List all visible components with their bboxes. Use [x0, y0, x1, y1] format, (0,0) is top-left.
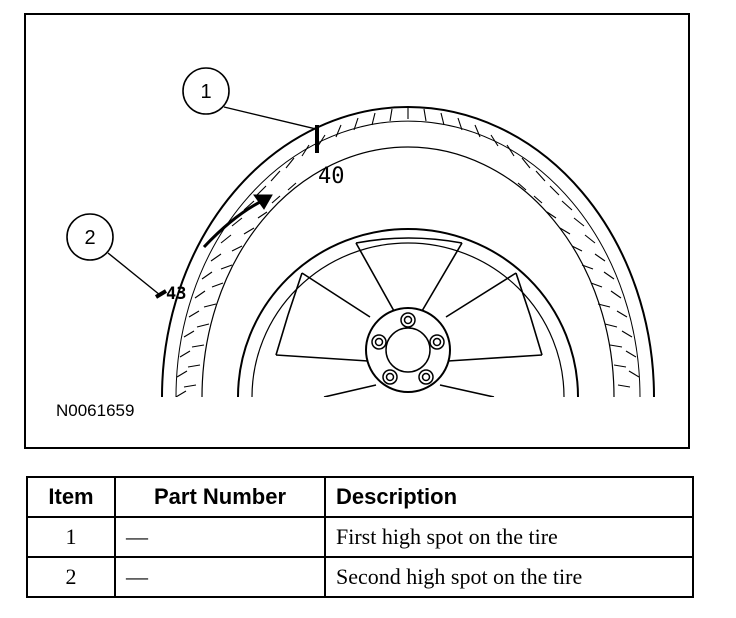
- wheel-hub: [365, 307, 451, 393]
- tire-tread-pattern: [175, 107, 640, 397]
- lug-nuts: [371, 312, 445, 385]
- callout-1-circle: [182, 67, 230, 115]
- rotation-arrowhead: [253, 194, 273, 210]
- callout-1-leader: [223, 106, 317, 130]
- table-row: 1 — First high spot on the tire: [26, 516, 694, 558]
- header-part-number: Part Number: [114, 476, 326, 518]
- high-spot-mark-2: [154, 289, 168, 299]
- row-item: 2: [26, 556, 116, 598]
- tire-mark-2-label: 43: [166, 284, 186, 304]
- callout-2-number: 2: [84, 227, 95, 249]
- wheel-center-bore: [385, 327, 431, 373]
- table-row: 2 — Second high spot on the tire: [26, 556, 694, 598]
- tire-sidewall-edge: [201, 146, 615, 397]
- header-description: Description: [324, 476, 694, 518]
- legend-table: Item Part Number Description 1 — First h…: [26, 476, 694, 598]
- callout-2-circle: [66, 213, 114, 261]
- wheel-spokes: [275, 237, 543, 397]
- row-part-number: —: [114, 516, 326, 558]
- callout-1-number: 1: [200, 81, 211, 103]
- figure-id: N0061659: [56, 401, 135, 420]
- wheel-rim-inner: [251, 242, 565, 397]
- header-item: Item: [26, 476, 116, 518]
- tire-mark-1-label: 40: [318, 164, 345, 189]
- callout-2-leader: [107, 252, 161, 296]
- row-part-number: —: [114, 556, 326, 598]
- row-item: 1: [26, 516, 116, 558]
- tire-outer-edge: [161, 106, 655, 397]
- tire-runout-figure: 1 2 40 43 N0061659: [24, 13, 690, 449]
- legend-header-row: Item Part Number Description: [26, 476, 694, 518]
- wheel-rim-outer: [237, 228, 579, 397]
- row-description: First high spot on the tire: [324, 516, 694, 558]
- tire-illustration: 1 2 40 43: [66, 67, 655, 397]
- tire-tread-boundary: [175, 120, 641, 397]
- row-description: Second high spot on the tire: [324, 556, 694, 598]
